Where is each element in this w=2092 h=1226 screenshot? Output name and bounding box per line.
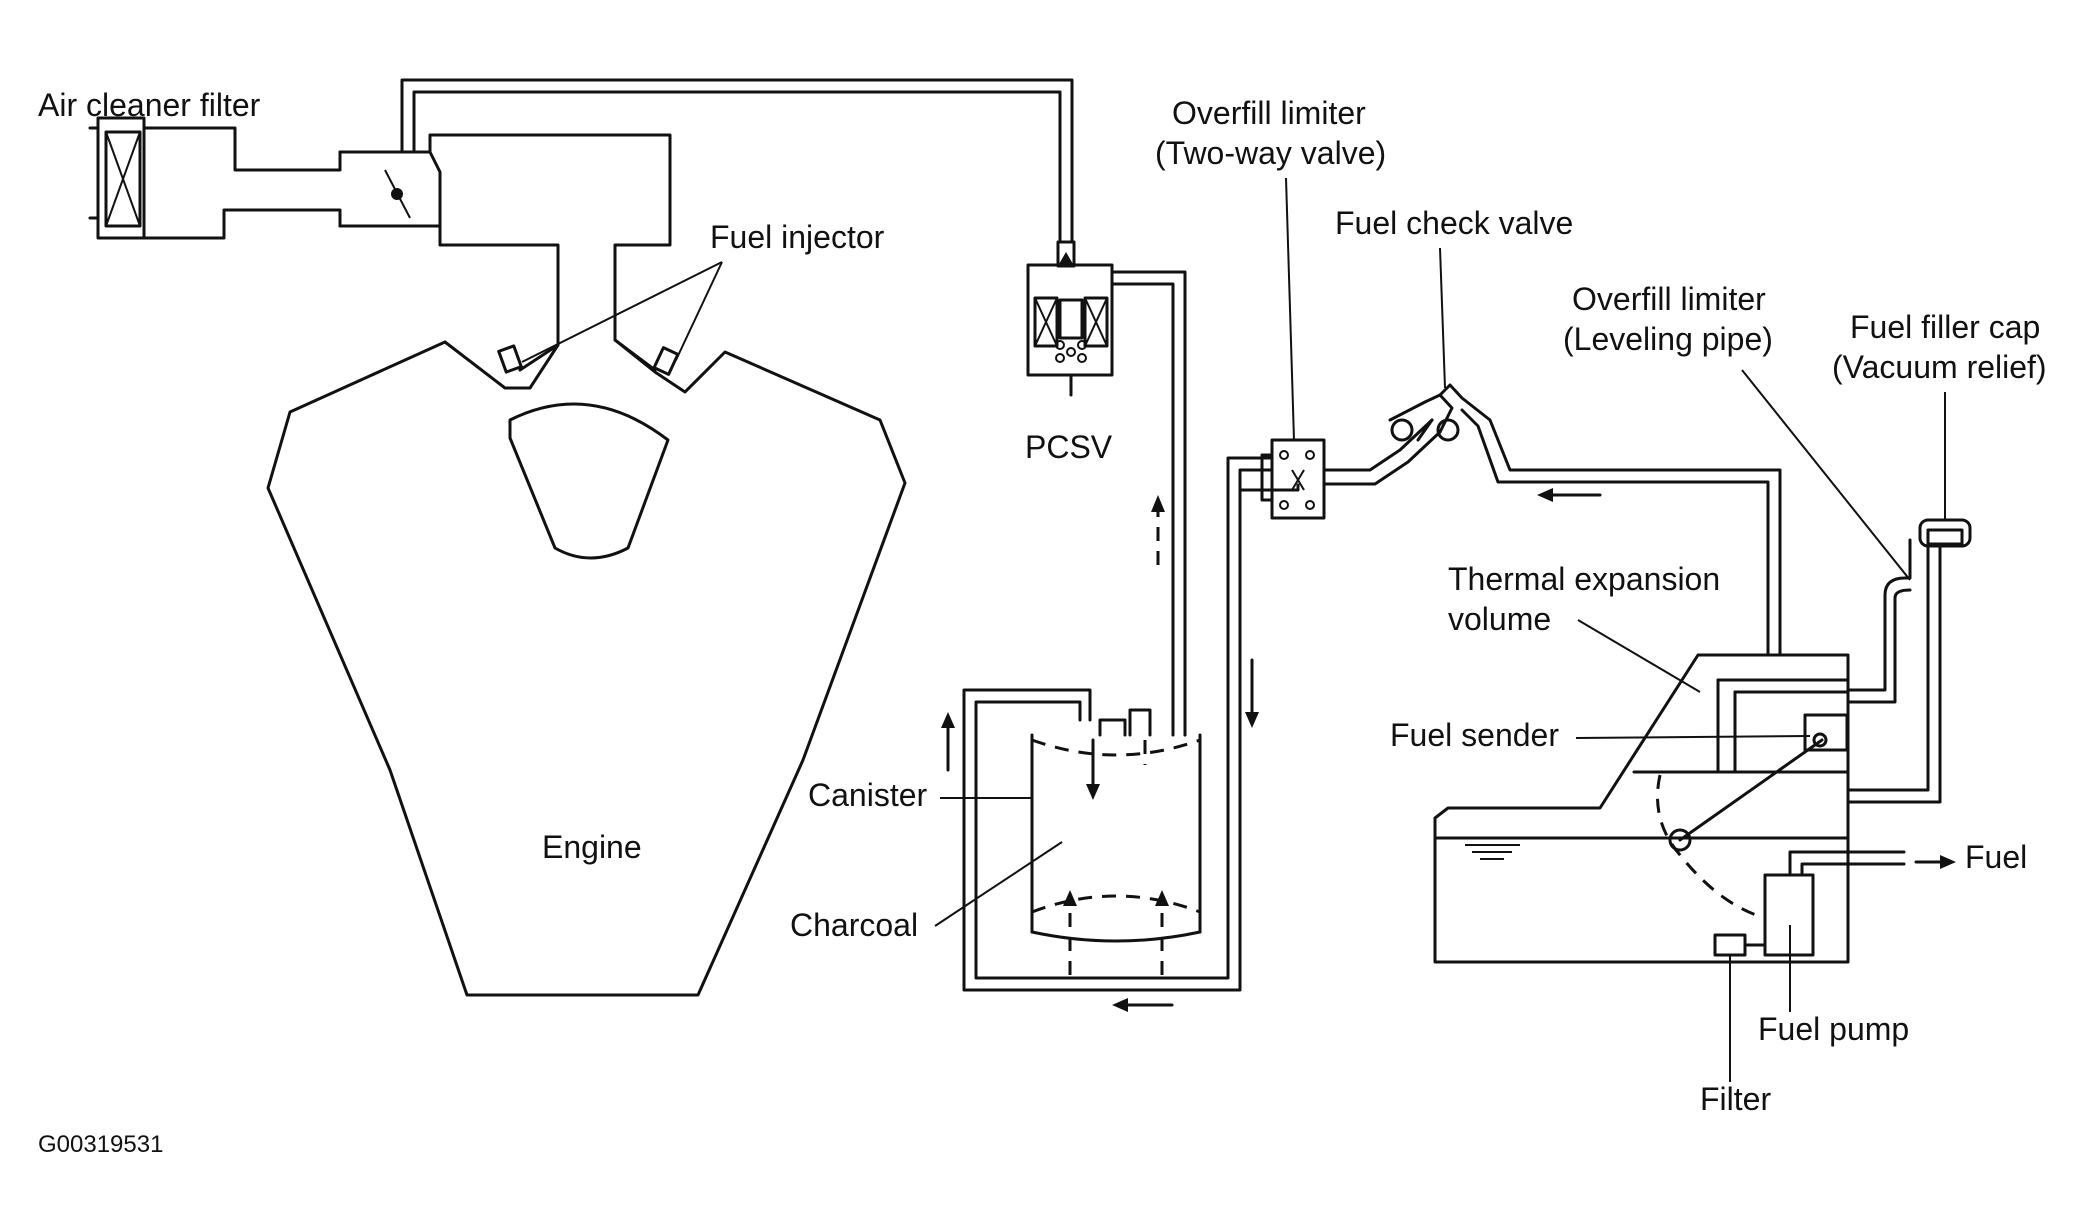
flow-arrows [941, 488, 1956, 1012]
fuel-check-valve-label: Fuel check valve [1335, 205, 1573, 241]
air-cleaner-filter [88, 116, 342, 240]
intake-manifold [338, 133, 672, 372]
fuel-injector-label: Fuel injector [710, 219, 885, 255]
filter-label: Filter [1700, 1081, 1771, 1117]
fuel-pump: Fuel pump Filter Fuel [1700, 839, 2027, 1117]
pcsv-label: PCSV [1025, 429, 1113, 465]
overfill-limiter-pipe-label-line2: (Leveling pipe) [1563, 321, 1773, 357]
overfill-limiter-two-way-valve: Overfill limiter (Two-way valve) [1155, 95, 1442, 520]
purge-line [400, 78, 1074, 244]
canister-label: Canister [808, 777, 928, 813]
fuel-filler-cap-label-line1: Fuel filler cap [1850, 309, 2040, 345]
overfill-limiter-valve-label-line1: Overfill limiter [1172, 95, 1366, 131]
engine-label: Engine [542, 829, 642, 865]
fuel-filler-cap-callout: Fuel filler cap (Vacuum relief) [1832, 309, 2047, 520]
fuel-sender-label: Fuel sender [1390, 717, 1559, 753]
charcoal-label: Charcoal [790, 907, 918, 943]
engine: Engine [266, 338, 907, 997]
thermal-expansion-callout: Thermal expansion volume [1448, 561, 1720, 693]
pcsv-valve: PCSV [1025, 240, 1114, 465]
figure-id: G00319531 [38, 1131, 163, 1158]
thermal-expansion-label-line2: volume [1448, 601, 1551, 637]
thermal-expansion-label-line1: Thermal expansion [1448, 561, 1720, 597]
fuel-filler-cap-label-line2: (Vacuum relief) [1832, 349, 2047, 385]
fuel-injector-callout: Fuel injector [521, 219, 885, 363]
overfill-limiter-pipe-label-line1: Overfill limiter [1572, 281, 1766, 317]
fuel-check-valve: Fuel check valve [1335, 205, 1782, 657]
filler-neck [1846, 518, 1972, 804]
overfill-limiter-valve-label-line2: (Two-way valve) [1155, 135, 1386, 171]
fuel-pump-label: Fuel pump [1758, 1011, 1909, 1047]
overfill-limiter-pipe-callout: Overfill limiter (Leveling pipe) [1563, 281, 1911, 581]
fuel-tank [1433, 653, 1850, 964]
air-cleaner-filter-label: Air cleaner filter [38, 87, 261, 123]
fuel-label: Fuel [1965, 839, 2027, 875]
pcsv-canister-line [1110, 270, 1187, 737]
fuel-sender: Fuel sender [1390, 713, 1849, 920]
canister: Canister Charcoal [790, 476, 1300, 992]
